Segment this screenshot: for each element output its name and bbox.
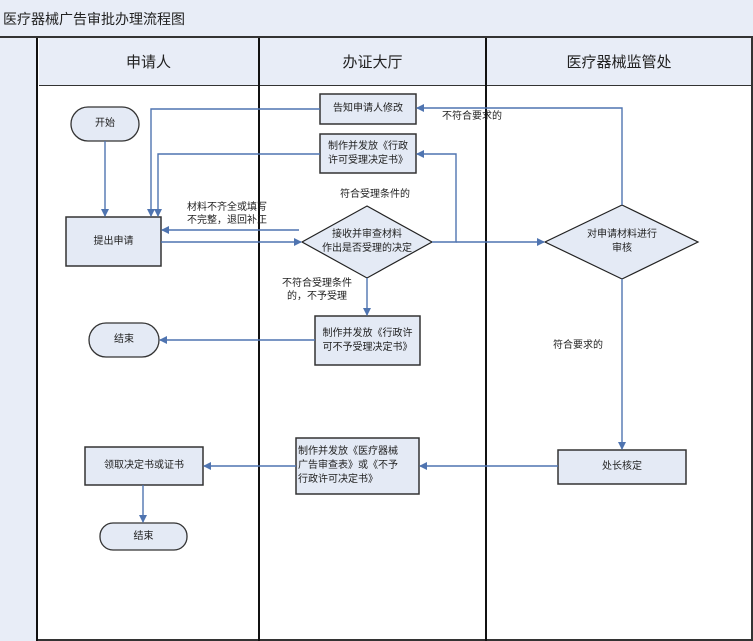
- not-meets-acceptance-line-1: 不符合受理条件: [282, 278, 352, 289]
- issue-accept-label: 制作并发放《行政 许可受理决定书》: [320, 134, 416, 173]
- submit-label: 提出申请: [93, 235, 134, 247]
- director-process: [557, 449, 687, 485]
- incomplete-line-1: 材料不齐全或填写: [187, 202, 267, 213]
- lane-header-device-dept: 医疗器械监管处: [487, 38, 751, 86]
- issue-final-line-3: 行政许可决定书》: [298, 474, 378, 485]
- incomplete-label: 材料不齐全或填写 不完整，退回补正: [187, 201, 267, 227]
- issue-reject-line-1: 制作并发放《行政许: [322, 327, 413, 339]
- director-label: 处长核定: [602, 461, 642, 472]
- end2-terminal: [99, 522, 188, 551]
- lane-divider-2: [485, 38, 487, 641]
- issue-final-line-2: 广告审查表》或《不予: [298, 460, 398, 471]
- issue-final-line-1: 制作并发放《医疗器械: [298, 446, 398, 457]
- end1-label: 结束: [114, 334, 134, 345]
- issue-reject-process: [314, 315, 421, 366]
- not-meets-acceptance-label: 不符合受理条件 的，不予受理: [282, 277, 352, 303]
- issue-reject-label: 制作并发放《行政许 可不予受理决定书》: [315, 316, 420, 365]
- lane-header-service-hall: 办证大厅: [260, 38, 485, 86]
- meets-acceptance-label: 符合受理条件的: [340, 189, 410, 200]
- check-decision-label: 接收并审查材料 作出是否受理的决定: [312, 222, 422, 262]
- diagram-title: 医疗器械广告审批办理流程图: [3, 12, 185, 28]
- check-decision-line-2: 作出是否受理的决定: [322, 243, 412, 254]
- issue-accept-line-1: 制作并发放《行政: [328, 140, 408, 152]
- end2-label: 结束: [133, 530, 154, 542]
- notify-label: 告知申请人修改: [333, 103, 403, 114]
- edge-accept-submit: [154, 153, 320, 217]
- edge-notify-submit: [147, 108, 320, 217]
- check-decision-line-1: 接收并审查材料: [332, 229, 402, 240]
- lane-header-applicant: 申请人: [39, 38, 258, 86]
- not-meets-acceptance-line-2: 的，不予受理: [287, 291, 347, 302]
- incomplete-line-2: 不完整，退回补正: [187, 215, 267, 226]
- edge-decision-accept: [416, 150, 457, 243]
- issue-accept-process: [319, 133, 417, 174]
- meets-requirements-label: 符合要求的: [553, 340, 603, 351]
- review-line-1: 对申请材料进行: [587, 229, 657, 240]
- start-label: 开始: [95, 118, 115, 129]
- title-bar: 医疗器械广告审批办理流程图: [0, 0, 753, 38]
- review-line-2: 审核: [612, 243, 632, 254]
- left-rail: [0, 38, 38, 641]
- review-label: 对申请材料进行 审核: [567, 222, 677, 262]
- issue-reject-line-2: 可不予受理决定书》: [322, 341, 413, 353]
- receive-process: [84, 446, 204, 486]
- not-meets-requirements-label: 不符合要求的: [442, 111, 502, 122]
- edge-review-notify: [416, 104, 623, 205]
- issue-final-label: 制作并发放《医疗器械 广告审查表》或《不予 行政许可决定书》: [298, 438, 419, 494]
- issue-accept-line-2: 许可受理决定书》: [328, 154, 408, 166]
- receive-label: 领取决定书或证书: [104, 460, 184, 471]
